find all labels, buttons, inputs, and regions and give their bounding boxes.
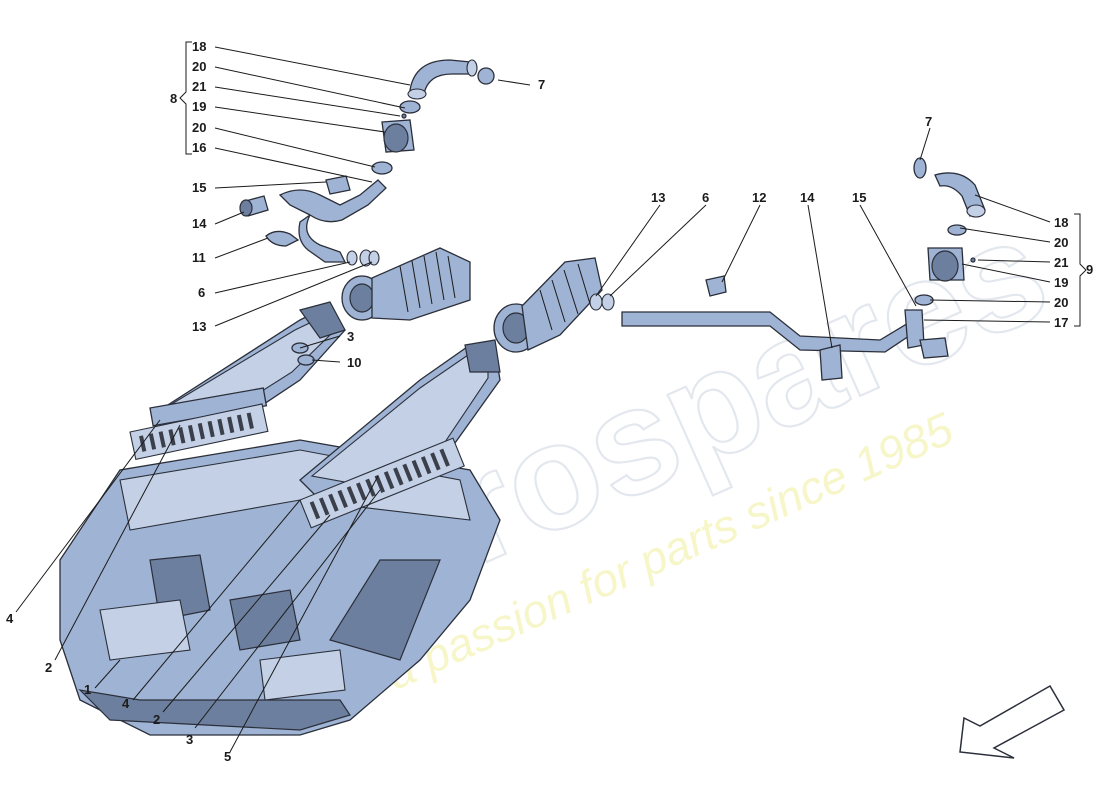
leader-lines — [15, 41, 1087, 753]
callout-16-left: 16 — [192, 140, 206, 155]
rings — [291, 250, 615, 366]
callout-6-right: 6 — [702, 190, 709, 205]
left-filter-housing — [149, 301, 346, 427]
callout-10-left: 10 — [347, 355, 361, 370]
callout-9-group: 9 — [1086, 262, 1093, 277]
callout-2-bottom-b: 2 — [153, 712, 160, 727]
callout-21-right: 21 — [1054, 255, 1068, 270]
callout-20-right-lower: 20 — [1054, 295, 1068, 310]
callout-numbers: 18 20 21 19 20 16 8 15 14 11 6 13 3 10 7… — [6, 39, 1093, 764]
callout-13-right: 13 — [651, 190, 665, 205]
callout-20-right-upper: 20 — [1054, 235, 1068, 250]
callout-2-bottom-a: 2 — [45, 660, 52, 675]
callout-3-left: 3 — [347, 329, 354, 344]
callout-15-left: 15 — [192, 180, 206, 195]
callout-13-left: 13 — [192, 319, 206, 334]
direction-arrow-icon — [959, 684, 1066, 759]
callout-19-left: 19 — [192, 99, 206, 114]
callout-11-left: 11 — [192, 250, 206, 265]
callout-19-right: 19 — [1054, 275, 1068, 290]
right-air-filter — [299, 437, 465, 529]
left-intake-duct — [341, 247, 471, 321]
callout-15-right: 15 — [852, 190, 866, 205]
callout-4-bottom-b: 4 — [122, 696, 130, 711]
callout-3-bottom: 3 — [186, 732, 193, 747]
callout-14-left: 14 — [192, 216, 207, 231]
right-filter-housing — [299, 339, 501, 501]
callout-5-bottom: 5 — [224, 749, 231, 764]
callout-8-group: 8 — [170, 91, 177, 106]
callout-18-right: 18 — [1054, 215, 1068, 230]
callout-1-bottom: 1 — [84, 682, 91, 697]
callout-6-left: 6 — [198, 285, 205, 300]
callout-12-right: 12 — [752, 190, 766, 205]
callout-14-right: 14 — [800, 190, 815, 205]
callout-17-right: 17 — [1054, 315, 1068, 330]
callout-18-left: 18 — [192, 39, 206, 54]
right-intake-duct — [493, 257, 603, 353]
left-breather-group — [278, 59, 495, 267]
right-breather-group — [621, 157, 986, 381]
callout-21-left: 21 — [192, 79, 206, 94]
left-air-filter — [129, 403, 269, 461]
callout-7-left: 7 — [538, 77, 545, 92]
airbox-base — [59, 439, 501, 736]
callout-20-left-lower: 20 — [192, 120, 206, 135]
callout-7-right: 7 — [925, 114, 932, 129]
left-clips — [239, 175, 351, 247]
callout-4-bottom-a: 4 — [6, 611, 14, 626]
callout-20-left-upper: 20 — [192, 59, 206, 74]
